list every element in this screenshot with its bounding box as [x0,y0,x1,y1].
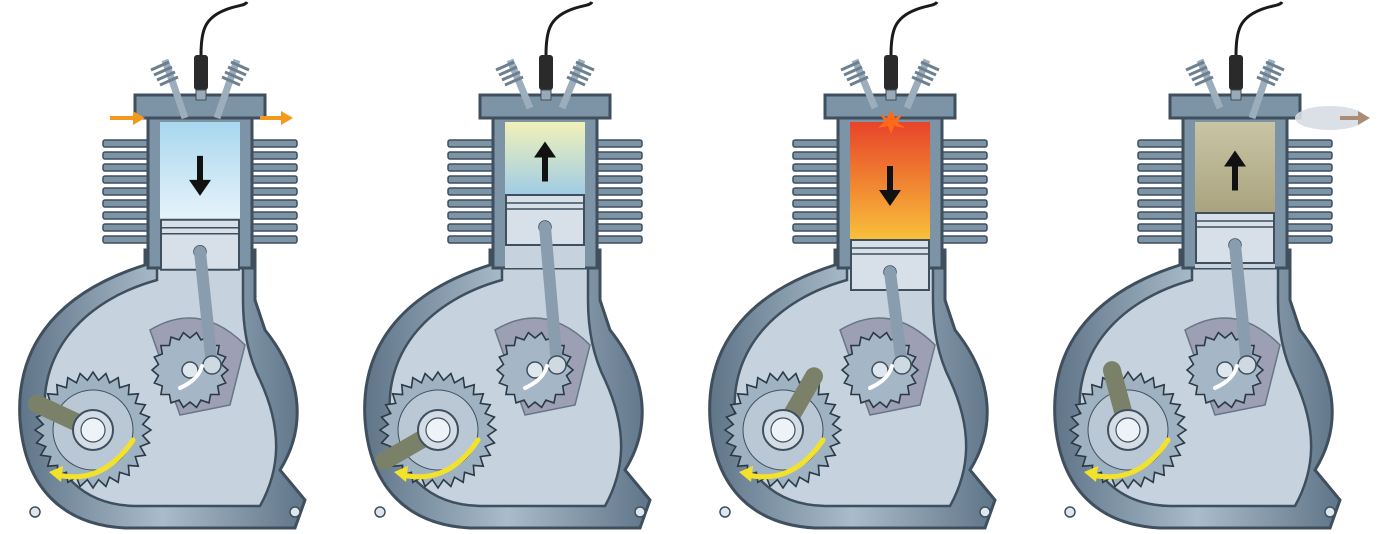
intake-stroke-panel [5,0,345,534]
mount-hole-icon [720,507,730,517]
compression-stroke-panel [350,0,690,534]
mount-hole-icon [635,507,645,517]
exhaust-stroke-panel [1040,0,1380,534]
mount-hole-icon [980,507,990,517]
mount-hole-icon [1065,507,1075,517]
mount-hole-icon [1325,507,1335,517]
mount-hole-icon [375,507,385,517]
power-stroke-panel [695,0,1035,534]
mount-hole-icon [30,507,40,517]
mount-hole-icon [290,507,300,517]
